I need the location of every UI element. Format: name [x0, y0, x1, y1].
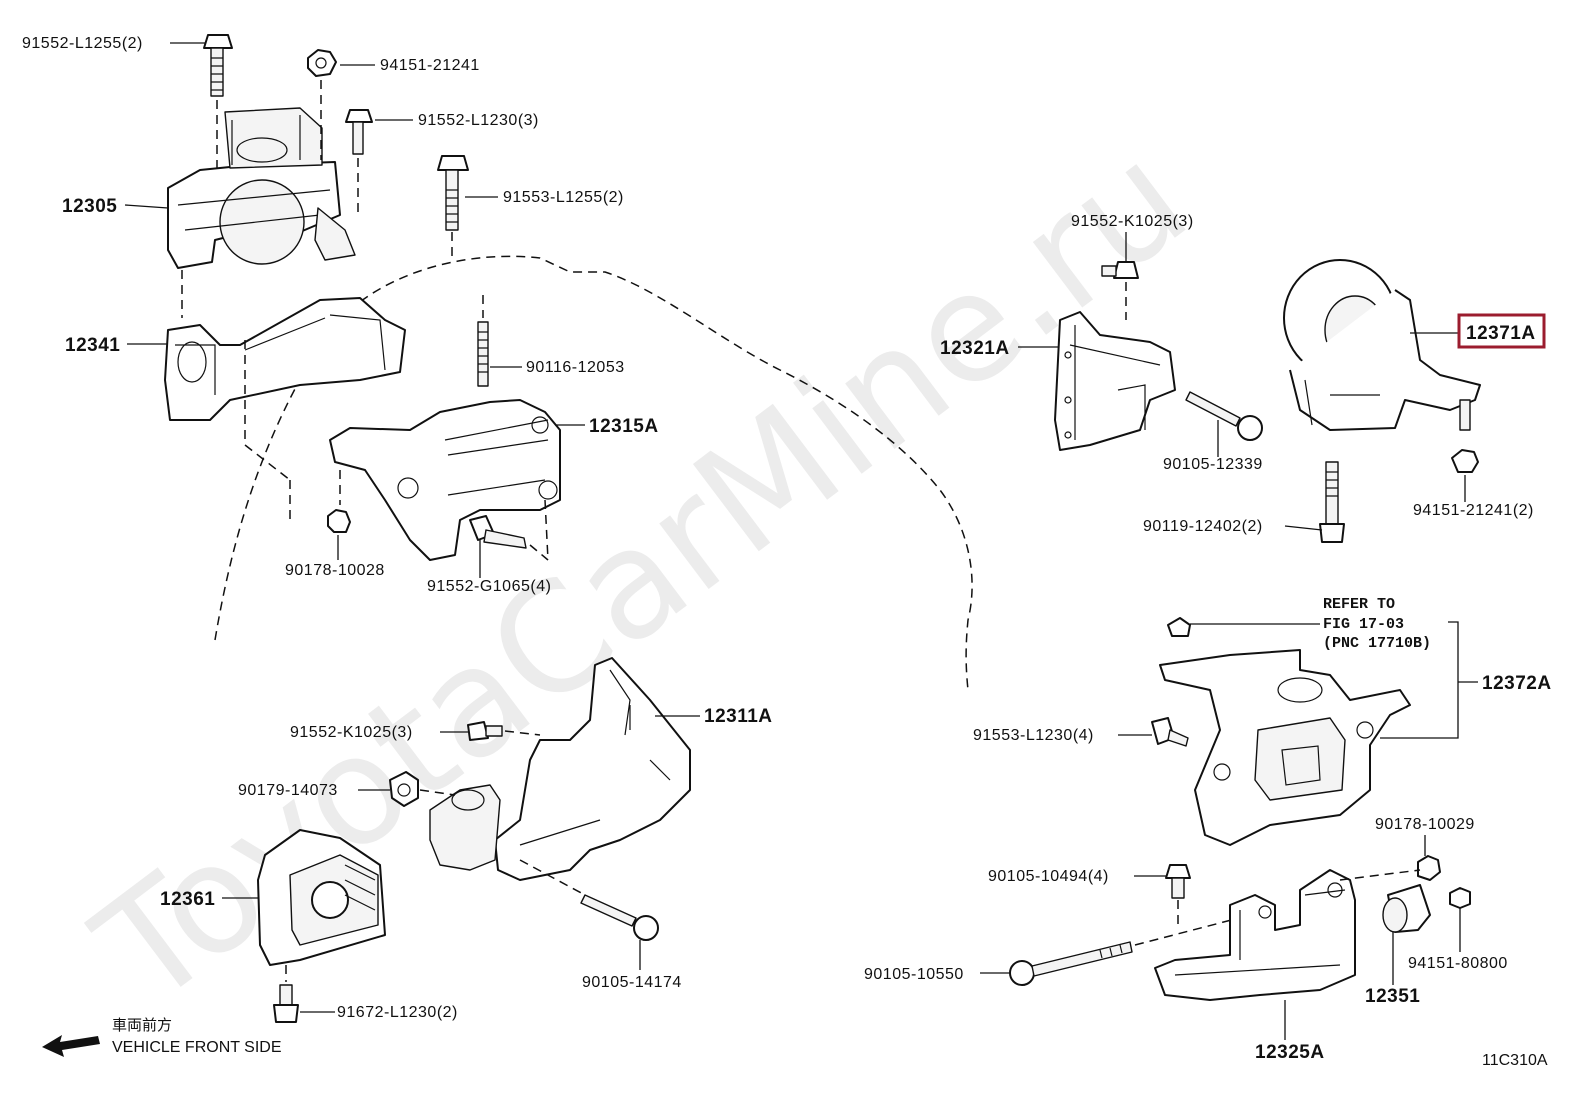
bolt-91552-g1065 [469, 515, 527, 549]
label-90105-10550: 90105-10550 [864, 966, 964, 983]
bolt-91552-l1230 [345, 109, 373, 155]
label-91552-k1025-right: 91552-K1025(3) [1071, 213, 1194, 230]
label-94151-21241: 94151-21241 [380, 57, 480, 74]
part-12325a-bracket [1154, 869, 1356, 1001]
bolt-90105-12339 [1185, 391, 1263, 441]
bolt-91553-l1255 [437, 155, 469, 231]
nut-94151-80800 [1449, 887, 1471, 909]
guide-line [529, 544, 549, 561]
label-90178-10029: 90178-10029 [1375, 816, 1475, 833]
part-12372a-engine-mount [1159, 649, 1411, 846]
front-arrow-icon [42, 1035, 100, 1057]
part-12321a-bracket [1054, 311, 1176, 451]
part-12341-bracket [164, 297, 406, 421]
bolt-91672-l1230 [273, 984, 299, 1023]
diagram-code: 11C310A [1482, 1052, 1548, 1069]
label-12371a-highlighted[interactable]: 12371A [1466, 323, 1536, 344]
part-12371a-engine-mount [1283, 259, 1481, 431]
label-12361: 12361 [160, 889, 215, 910]
part-12305-engine-mount [167, 107, 356, 269]
label-90116-12053: 90116-12053 [526, 359, 625, 376]
leader-lines [124, 42, 1478, 1040]
label-12325a: 12325A [1255, 1042, 1325, 1063]
label-90105-10494: 90105-10494(4) [988, 868, 1109, 885]
label-12311a: 12311A [704, 706, 773, 727]
label-12321a: 12321A [940, 338, 1010, 359]
note-fig: FIG 17-03 [1323, 616, 1404, 633]
legend-english: VEHICLE FRONT SIDE [112, 1039, 282, 1056]
label-91552-l1255: 91552-L1255(2) [22, 35, 143, 52]
guide-line [419, 789, 456, 796]
label-91552-g1065: 91552-G1065(4) [427, 578, 551, 595]
part-12315a-bracket [329, 399, 561, 561]
guide-line [1339, 869, 1421, 881]
label-90119-12402: 90119-12402(2) [1143, 518, 1263, 535]
front-direction-legend: 車両前方 VEHICLE FRONT SIDE [42, 1016, 282, 1057]
bolt-91552-l1255 [203, 34, 233, 97]
legend-japanese: 車両前方 [112, 1016, 172, 1034]
nut-94151-21241-right [1451, 449, 1479, 473]
nut-94151-21241 [307, 49, 337, 77]
label-12351: 12351 [1365, 986, 1420, 1007]
part-12361-mount [257, 829, 386, 966]
bolt-90105-10550 [1009, 941, 1133, 986]
label-90105-14174: 90105-14174 [582, 974, 682, 991]
bolt-90119-12402 [1319, 461, 1345, 543]
guide-line [519, 859, 586, 896]
label-12315a: 12315A [589, 416, 659, 437]
label-12372a: 12372A [1482, 673, 1552, 694]
label-12305: 12305 [62, 196, 117, 217]
nut-90178-10028 [327, 509, 351, 533]
label-90179-14073: 90179-14073 [238, 782, 338, 799]
label-94151-21241-2: 94151-21241(2) [1413, 502, 1534, 519]
bolt-91553-l1230 [1151, 717, 1189, 747]
guide-line [181, 270, 291, 520]
stud-90116-12053 [477, 321, 489, 387]
note-refer-to: REFER TO [1323, 596, 1395, 613]
bolt-91552-k1025-right [1101, 261, 1139, 279]
bolt-91552-k1025-left [467, 721, 503, 741]
label-91553-l1230: 91553-L1230(4) [973, 727, 1094, 744]
bolt-90179-14073 [389, 771, 419, 807]
bolt-90105-10494 [1165, 864, 1191, 899]
label-91672-l1230: 91672-L1230(2) [337, 1004, 458, 1021]
part-12311a-bracket [429, 657, 691, 881]
clip-17710b [1167, 617, 1191, 637]
nut-90178-10029 [1417, 855, 1441, 881]
guide-line [1134, 909, 1271, 946]
label-91553-l1255: 91553-L1255(2) [503, 189, 624, 206]
highlight-box [1457, 313, 1546, 349]
bolt-90105-14174 [580, 894, 659, 941]
label-12341: 12341 [65, 335, 120, 356]
note-pnc: (PNC 17710B) [1323, 635, 1431, 652]
label-91552-l1230: 91552-L1230(3) [418, 112, 539, 129]
label-90178-10028: 90178-10028 [285, 562, 385, 579]
label-90105-12339: 90105-12339 [1163, 456, 1263, 473]
label-91552-k1025-left: 91552-K1025(3) [290, 724, 413, 741]
part-12351-bushing [1382, 884, 1431, 933]
guide-line [504, 730, 541, 736]
guide-line [544, 499, 549, 561]
label-94151-80800: 94151-80800 [1408, 955, 1508, 972]
